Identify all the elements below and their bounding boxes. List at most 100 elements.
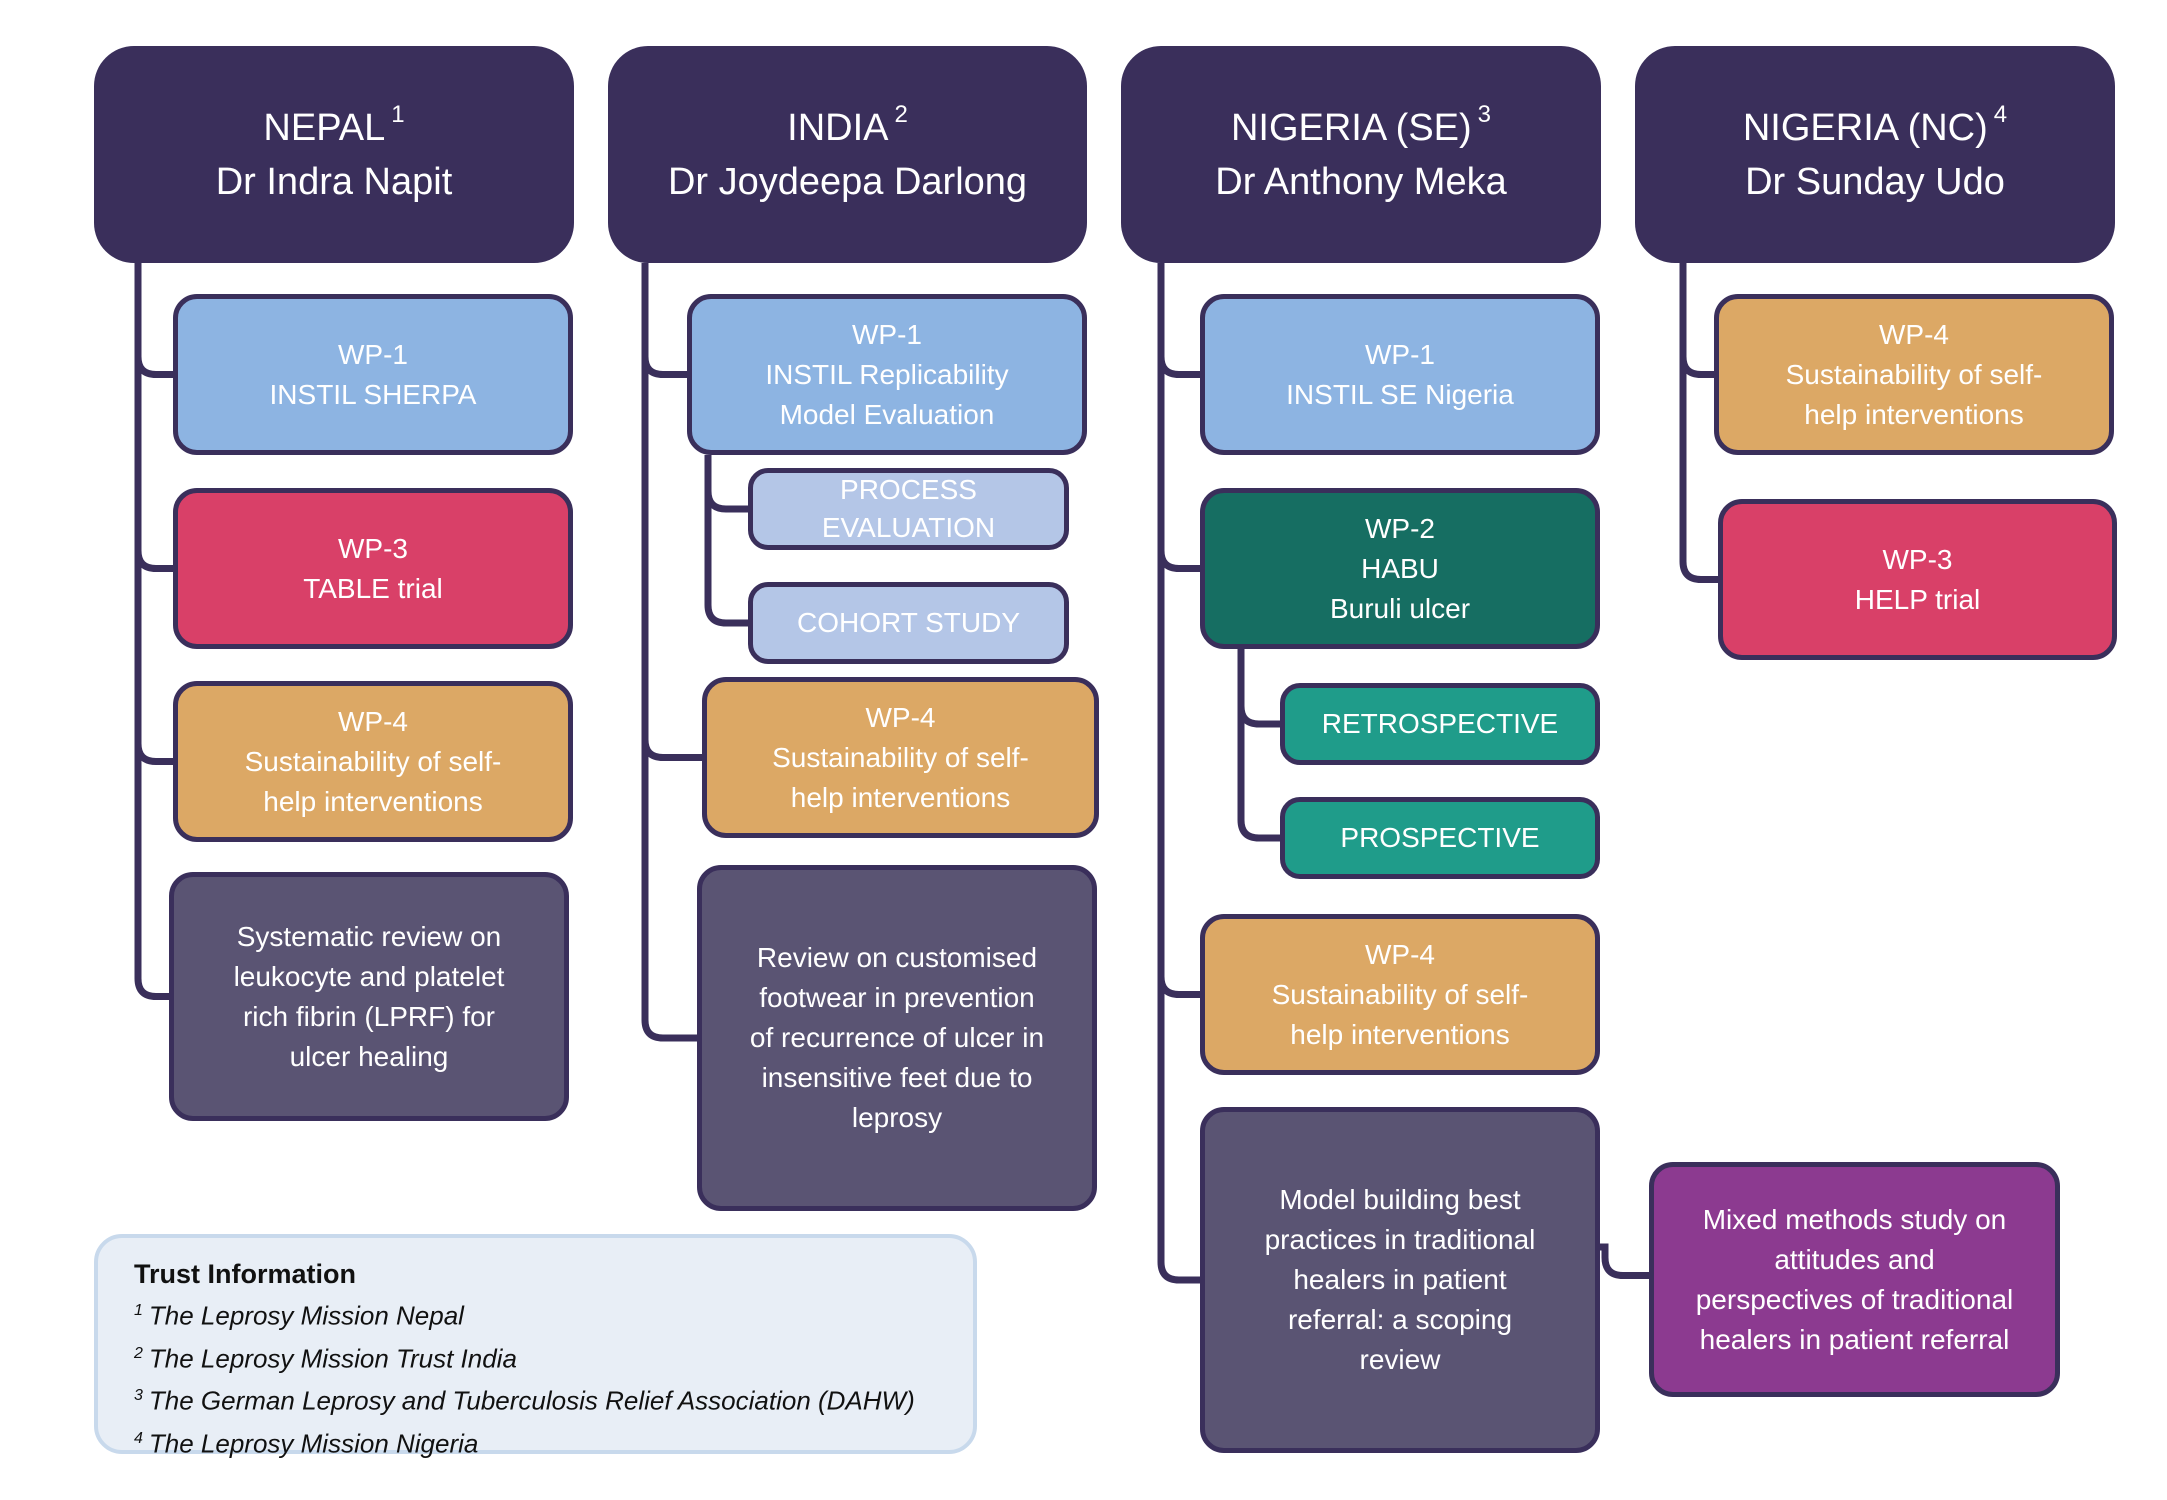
box-line: practices in traditional <box>1264 1224 1536 1255</box>
box-line: Buruli ulcer <box>1329 592 1471 624</box>
legend-title: Trust Information <box>134 1259 356 1289</box>
box-line: PROSPECTIVE <box>1340 822 1540 853</box>
legend-item-text: The German Leprosy and Tuberculosis Reli… <box>148 1385 915 1416</box>
connector-se-wp2 <box>1157 263 1203 572</box>
box-line: perspectives of traditional <box>1695 1283 2014 1315</box>
box-line: EVALUATION <box>821 512 996 543</box>
nigeria-se-model-building-box: Model building best practices in traditio… <box>1200 1107 1600 1453</box>
box-line: INSTIL Replicability <box>765 358 1009 390</box>
nigeria-se-prospective-box: PROSPECTIVE <box>1280 797 1600 879</box>
box-line: HELP trial <box>1854 583 1981 615</box>
connector-se-model <box>1157 263 1203 1284</box>
footnote-number: 1 <box>134 1302 143 1319</box>
box-line: Systematic review on <box>236 920 502 952</box>
connector-np-wp3 <box>134 263 176 572</box>
legend-item: 3 The German Leprosy and Tuberculosis Rel… <box>134 1377 937 1420</box>
footnote-number: 3 <box>134 1387 143 1405</box>
box-line: WP-1 <box>851 318 922 350</box>
legend-item-text: The Leprosy Mission Trust India <box>148 1343 517 1374</box>
legend-item-text: The Leprosy Mission Nigeria <box>148 1428 479 1459</box>
box-line: TABLE trial <box>303 572 443 604</box>
box-line: help interventions <box>1290 1018 1510 1050</box>
box-line: WP-4 <box>337 705 408 737</box>
box-line: of recurrence of ulcer in <box>749 1022 1045 1053</box>
box-line: INSTIL SE Nigeria <box>1286 378 1514 410</box>
nigeria-se-mixed-methods-box: Mixed methods study on attitudes and persp… <box>1649 1162 2060 1397</box>
box-line: ulcer healing <box>289 1040 449 1072</box>
connector-se-wp4 <box>1157 263 1203 998</box>
box-line: insensitive feet due to <box>761 1062 1033 1093</box>
box-line: attitudes and <box>1774 1243 1935 1275</box>
connector-np-wp1 <box>134 263 176 378</box>
footnote-marker: 1 <box>391 100 405 128</box>
lead-name: Dr Joydeepa Darlong <box>667 160 1028 203</box>
box-line: help interventions <box>790 781 1011 813</box>
legend-item: 4 The Leprosy Mission Nigeria <box>134 1420 937 1463</box>
connector-se-pro <box>1237 649 1283 842</box>
box-line: Model Evaluation <box>779 398 995 430</box>
box-line: WP-2 <box>1365 512 1435 544</box>
box-line: leprosy <box>851 1102 943 1133</box>
legend-item-text: The Leprosy Mission Nepal <box>148 1300 464 1331</box>
box-line: WP-1 <box>338 338 408 370</box>
box-line: Sustainability of self- <box>1785 358 2043 390</box>
box-line: Model building best <box>1279 1184 1521 1215</box>
box-line: WP-4 <box>1364 938 1435 970</box>
legend-item: 1 The Leprosy Mission Nepal <box>134 1292 937 1335</box>
box-line: Mixed methods study on <box>1702 1203 2007 1235</box>
box-line: healers in patient <box>1293 1264 1507 1295</box>
connector-se-retro <box>1237 649 1283 728</box>
country-name: NEPAL <box>263 106 386 149</box>
header-nigeria-nc: NIGERIA (NC)4 Dr Sunday Udo <box>1635 46 2115 263</box>
connector-in-wp1 <box>641 263 690 378</box>
connector-in-proc <box>704 455 751 513</box>
connector-np-rev <box>134 263 172 1000</box>
footnote-marker: 3 <box>1477 100 1492 128</box>
connector-se-mix <box>1597 1243 1652 1279</box>
box-line: Sustainability of self- <box>772 741 1029 773</box>
box-line: footwear in prevention <box>759 982 1035 1013</box>
box-line: INSTIL SHERPA <box>269 378 477 410</box>
box-line: help interventions <box>1804 398 2024 430</box>
lead-name: Dr Sunday Udo <box>1745 160 2005 203</box>
box-line: WP-1 <box>1365 338 1435 370</box>
connector-se-wp1 <box>1157 263 1203 378</box>
box-line: HABU <box>1361 552 1439 584</box>
box-line: healers in patient referral <box>1699 1323 2010 1355</box>
country-name: INDIA <box>787 106 889 149</box>
box-line: WP-4 <box>865 701 936 733</box>
box-line: RETROSPECTIVE <box>1321 708 1559 739</box>
box-line: Sustainability of self- <box>1271 978 1529 1010</box>
box-line: WP-4 <box>1878 318 1949 350</box>
box-line: WP-3 <box>338 532 408 564</box>
country-name: NIGERIA (NC) <box>1742 106 1988 149</box>
lead-name: Dr Indra Napit <box>215 160 453 203</box>
footnote-number: 4 <box>134 1429 143 1447</box>
connector-nc-wp4 <box>1679 263 1717 378</box>
footnote-marker: 4 <box>1993 100 2008 128</box>
box-line: COHORT STUDY <box>797 607 1020 638</box>
nigeria-se-retrospective-box: RETROSPECTIVE <box>1280 683 1600 765</box>
connector-np-wp4 <box>134 263 176 765</box>
lead-name: Dr Anthony Meka <box>1215 160 1507 203</box>
box-line: help interventions <box>263 785 483 817</box>
footnote-marker: 2 <box>894 100 908 128</box>
header-nigeria-se: NIGERIA (SE)3 Dr Anthony Meka <box>1121 46 1601 263</box>
india-cohort-study-box: COHORT STUDY <box>748 582 1069 664</box>
country-name: NIGERIA (SE) <box>1230 106 1472 149</box>
box-line: review <box>1359 1344 1441 1375</box>
